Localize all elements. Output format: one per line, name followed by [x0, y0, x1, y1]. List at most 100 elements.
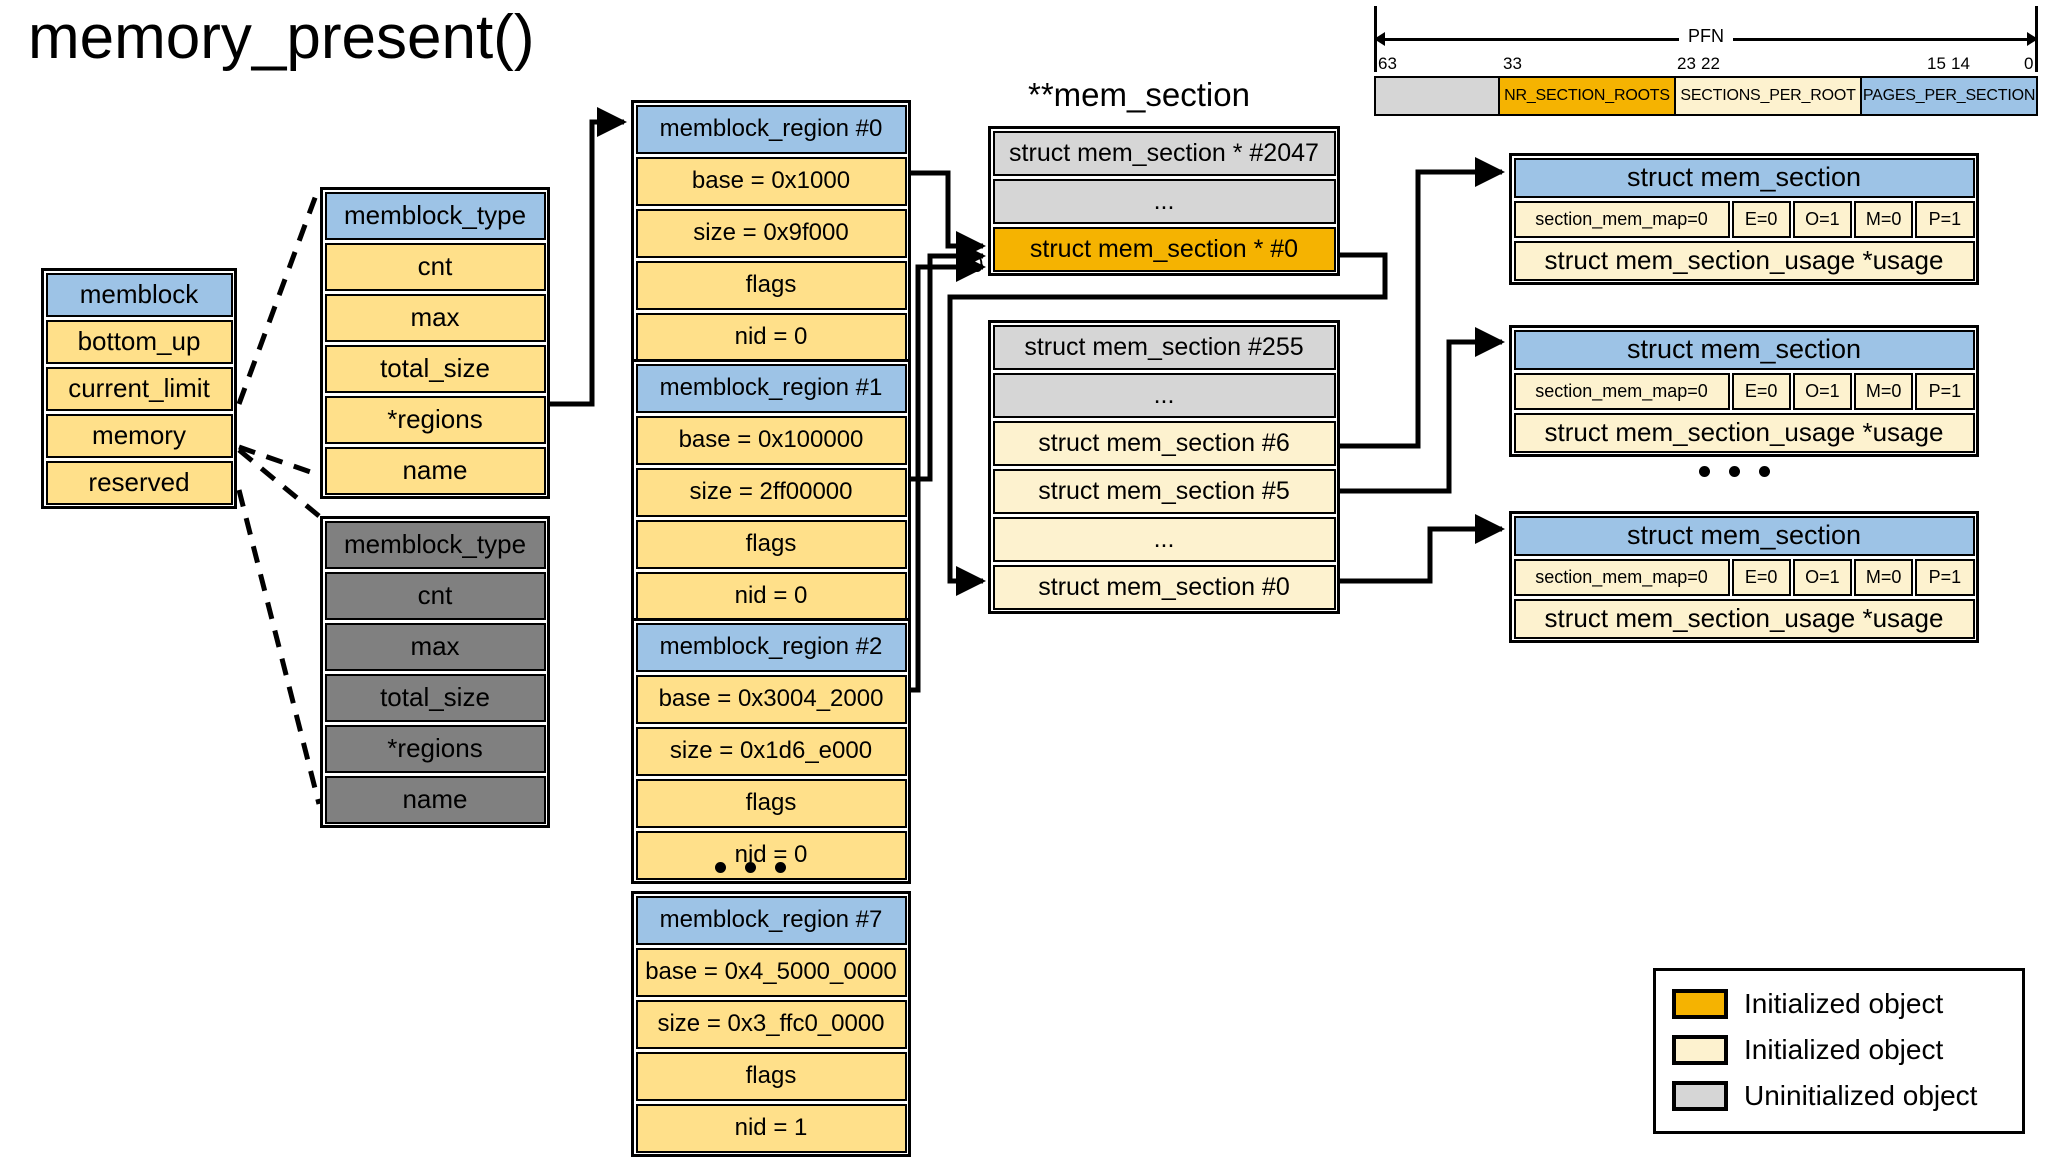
region-0-nid: nid = 0: [635, 312, 907, 362]
pfn-arrow-right-icon: [2027, 32, 2038, 46]
ms-detail-0-section-mem-map: section_mem_map=0: [1513, 200, 1730, 238]
ms-detail-0-flag-p: P=1: [1915, 200, 1975, 238]
memblock-type-memory-struct: memblock_type cnt max total_size *region…: [320, 187, 550, 499]
ms-detail-0-flag-m: M=0: [1854, 200, 1914, 238]
ms-detail-1-flag-o: O=1: [1792, 372, 1852, 410]
ms-detail-2-flag-o: O=1: [1792, 558, 1852, 596]
ms-row-ellipsis-top: ...: [992, 372, 1336, 418]
memblock-type-reserved-field-cnt: cnt: [324, 571, 546, 620]
pfn-field-sections-per-root: SECTIONS_PER_ROOT: [1676, 78, 1862, 114]
memblock-type-reserved-header: memblock_type: [324, 520, 546, 569]
ms-detail-2-flag-p: P=1: [1915, 558, 1975, 596]
region-2-nid: nid = 0: [635, 830, 907, 880]
memblock-type-memory-field-regions: *regions: [324, 395, 546, 444]
memblock-field-reserved: reserved: [45, 460, 233, 505]
memblock-type-memory-field-total-size: total_size: [324, 344, 546, 393]
ms-detail-1-section-mem-map: section_mem_map=0: [1513, 372, 1730, 410]
ms-detail-0-flag-o: O=1: [1792, 200, 1852, 238]
memblock-field-current-limit: current_limit: [45, 366, 233, 411]
ms-row-0: struct mem_section #0: [992, 564, 1336, 610]
legend-item-gray: Uninitialized object: [1672, 1073, 2010, 1119]
legend-label-initialized-orange: Initialized object: [1744, 988, 1944, 1019]
memblock-type-reserved-struct: memblock_type cnt max total_size *region…: [320, 516, 550, 828]
ms-detail-0-usage: struct mem_section_usage *usage: [1513, 240, 1975, 281]
ms-detail-1-flag-e: E=0: [1731, 372, 1791, 410]
pfn-bit-33: 33: [1503, 54, 1522, 73]
mem-section-detail-0: struct mem_section section_mem_map=0 E=0…: [1509, 153, 1979, 285]
legend-swatch-uninitialized: [1672, 1081, 1728, 1111]
region-0-base: base = 0x1000: [635, 156, 907, 206]
mem-section-detail-1: struct mem_section section_mem_map=0 E=0…: [1509, 325, 1979, 457]
region-7-flags: flags: [635, 1051, 907, 1101]
region-7-base: base = 0x4_5000_0000: [635, 947, 907, 997]
page-title: memory_present(): [28, 3, 535, 72]
region-2-size: size = 0x1d6_e000: [635, 726, 907, 776]
pfn-bit-63: 63: [1378, 54, 1397, 73]
pfn-bit-14: 14: [1951, 54, 1970, 73]
pfn-bit-0: 0: [2024, 54, 2034, 73]
region-0-header: memblock_region #0: [635, 104, 907, 154]
pfn-top-rule: [1374, 6, 2038, 26]
ms-detail-2-flag-e: E=0: [1731, 558, 1791, 596]
ms-ptr-row-2047: struct mem_section * #2047: [992, 130, 1336, 176]
region-7-nid: nid = 1: [635, 1103, 907, 1153]
pfn-field-unused: [1376, 78, 1500, 114]
memblock-region-7: memblock_region #7 base = 0x4_5000_0000 …: [631, 891, 911, 1157]
pfn-span-arrow: PFN: [1374, 26, 2038, 52]
legend: Initialized object Initialized object Un…: [1653, 968, 2025, 1134]
mem-section-pointer-array-label: **mem_section: [1028, 76, 1250, 113]
pfn-bit-labels: 63 33 23 22 15 14 0: [1374, 52, 2038, 76]
memblock-type-memory-field-name: name: [324, 446, 546, 495]
memblock-region-1: memblock_region #1 base = 0x100000 size …: [631, 359, 911, 625]
ms-row-255: struct mem_section #255: [992, 324, 1336, 370]
mem-section-detail-2: struct mem_section section_mem_map=0 E=0…: [1509, 511, 1979, 643]
region-0-flags: flags: [635, 260, 907, 310]
ms-detail-0-header: struct mem_section: [1513, 157, 1975, 198]
region-1-base: base = 0x100000: [635, 415, 907, 465]
ms-ptr-row-0: struct mem_section * #0: [992, 226, 1336, 272]
mem-section-details-ellipsis: [1699, 466, 1770, 477]
region-7-size: size = 0x3_ffc0_0000: [635, 999, 907, 1049]
pfn-bit-layout-diagram: PFN 63 33 23 22 15 14 0 NR_SECTION_ROOTS…: [1374, 6, 2038, 116]
ms-row-6: struct mem_section #6: [992, 420, 1336, 466]
ms-detail-1-usage: struct mem_section_usage *usage: [1513, 412, 1975, 453]
pfn-field-nr-section-roots: NR_SECTION_ROOTS: [1500, 78, 1676, 114]
ms-detail-2-flag-m: M=0: [1854, 558, 1914, 596]
ms-detail-2-header: struct mem_section: [1513, 515, 1975, 556]
ms-detail-1-flag-m: M=0: [1854, 372, 1914, 410]
memblock-type-memory-header: memblock_type: [324, 191, 546, 240]
region-1-header: memblock_region #1: [635, 363, 907, 413]
region-2-flags: flags: [635, 778, 907, 828]
memblock-field-memory: memory: [45, 413, 233, 458]
legend-label-initialized-cream: Initialized object: [1744, 1034, 1944, 1065]
ms-row-ellipsis-bottom: ...: [992, 516, 1336, 562]
ms-detail-1-header: struct mem_section: [1513, 329, 1975, 370]
legend-swatch-initialized-orange: [1672, 989, 1728, 1019]
region-1-size: size = 2ff00000: [635, 467, 907, 517]
regions-ellipsis: [715, 862, 786, 873]
memblock-field-bottom-up: bottom_up: [45, 319, 233, 364]
ms-detail-2-fields: section_mem_map=0 E=0 O=1 M=0 P=1: [1513, 558, 1975, 596]
legend-item-orange: Initialized object: [1672, 981, 2010, 1027]
ms-ptr-index-zero-label: 0: [971, 252, 984, 277]
memblock-region-0: memblock_region #0 base = 0x1000 size = …: [631, 100, 911, 366]
region-0-size: size = 0x9f000: [635, 208, 907, 258]
region-1-flags: flags: [635, 519, 907, 569]
ms-row-5: struct mem_section #5: [992, 468, 1336, 514]
memblock-type-memory-field-cnt: cnt: [324, 242, 546, 291]
memblock-type-memory-field-max: max: [324, 293, 546, 342]
pfn-span-label: PFN: [1679, 26, 1733, 47]
mem-section-array: struct mem_section #255 ... struct mem_s…: [988, 320, 1340, 614]
mem-section-pointer-array: struct mem_section * #2047 ... struct me…: [988, 126, 1340, 276]
pfn-bit-15: 15: [1927, 54, 1946, 73]
memblock-type-reserved-field-max: max: [324, 622, 546, 671]
memblock-type-reserved-field-total-size: total_size: [324, 673, 546, 722]
ms-detail-2-usage: struct mem_section_usage *usage: [1513, 598, 1975, 639]
pfn-bit-23: 23: [1677, 54, 1696, 73]
ms-ptr-row-ellipsis: ...: [992, 178, 1336, 224]
region-1-nid: nid = 0: [635, 571, 907, 621]
pfn-field-row: NR_SECTION_ROOTS SECTIONS_PER_ROOT PAGES…: [1374, 76, 2038, 116]
pfn-bit-22: 22: [1701, 54, 1720, 73]
region-2-header: memblock_region #2: [635, 622, 907, 672]
ms-detail-1-flag-p: P=1: [1915, 372, 1975, 410]
